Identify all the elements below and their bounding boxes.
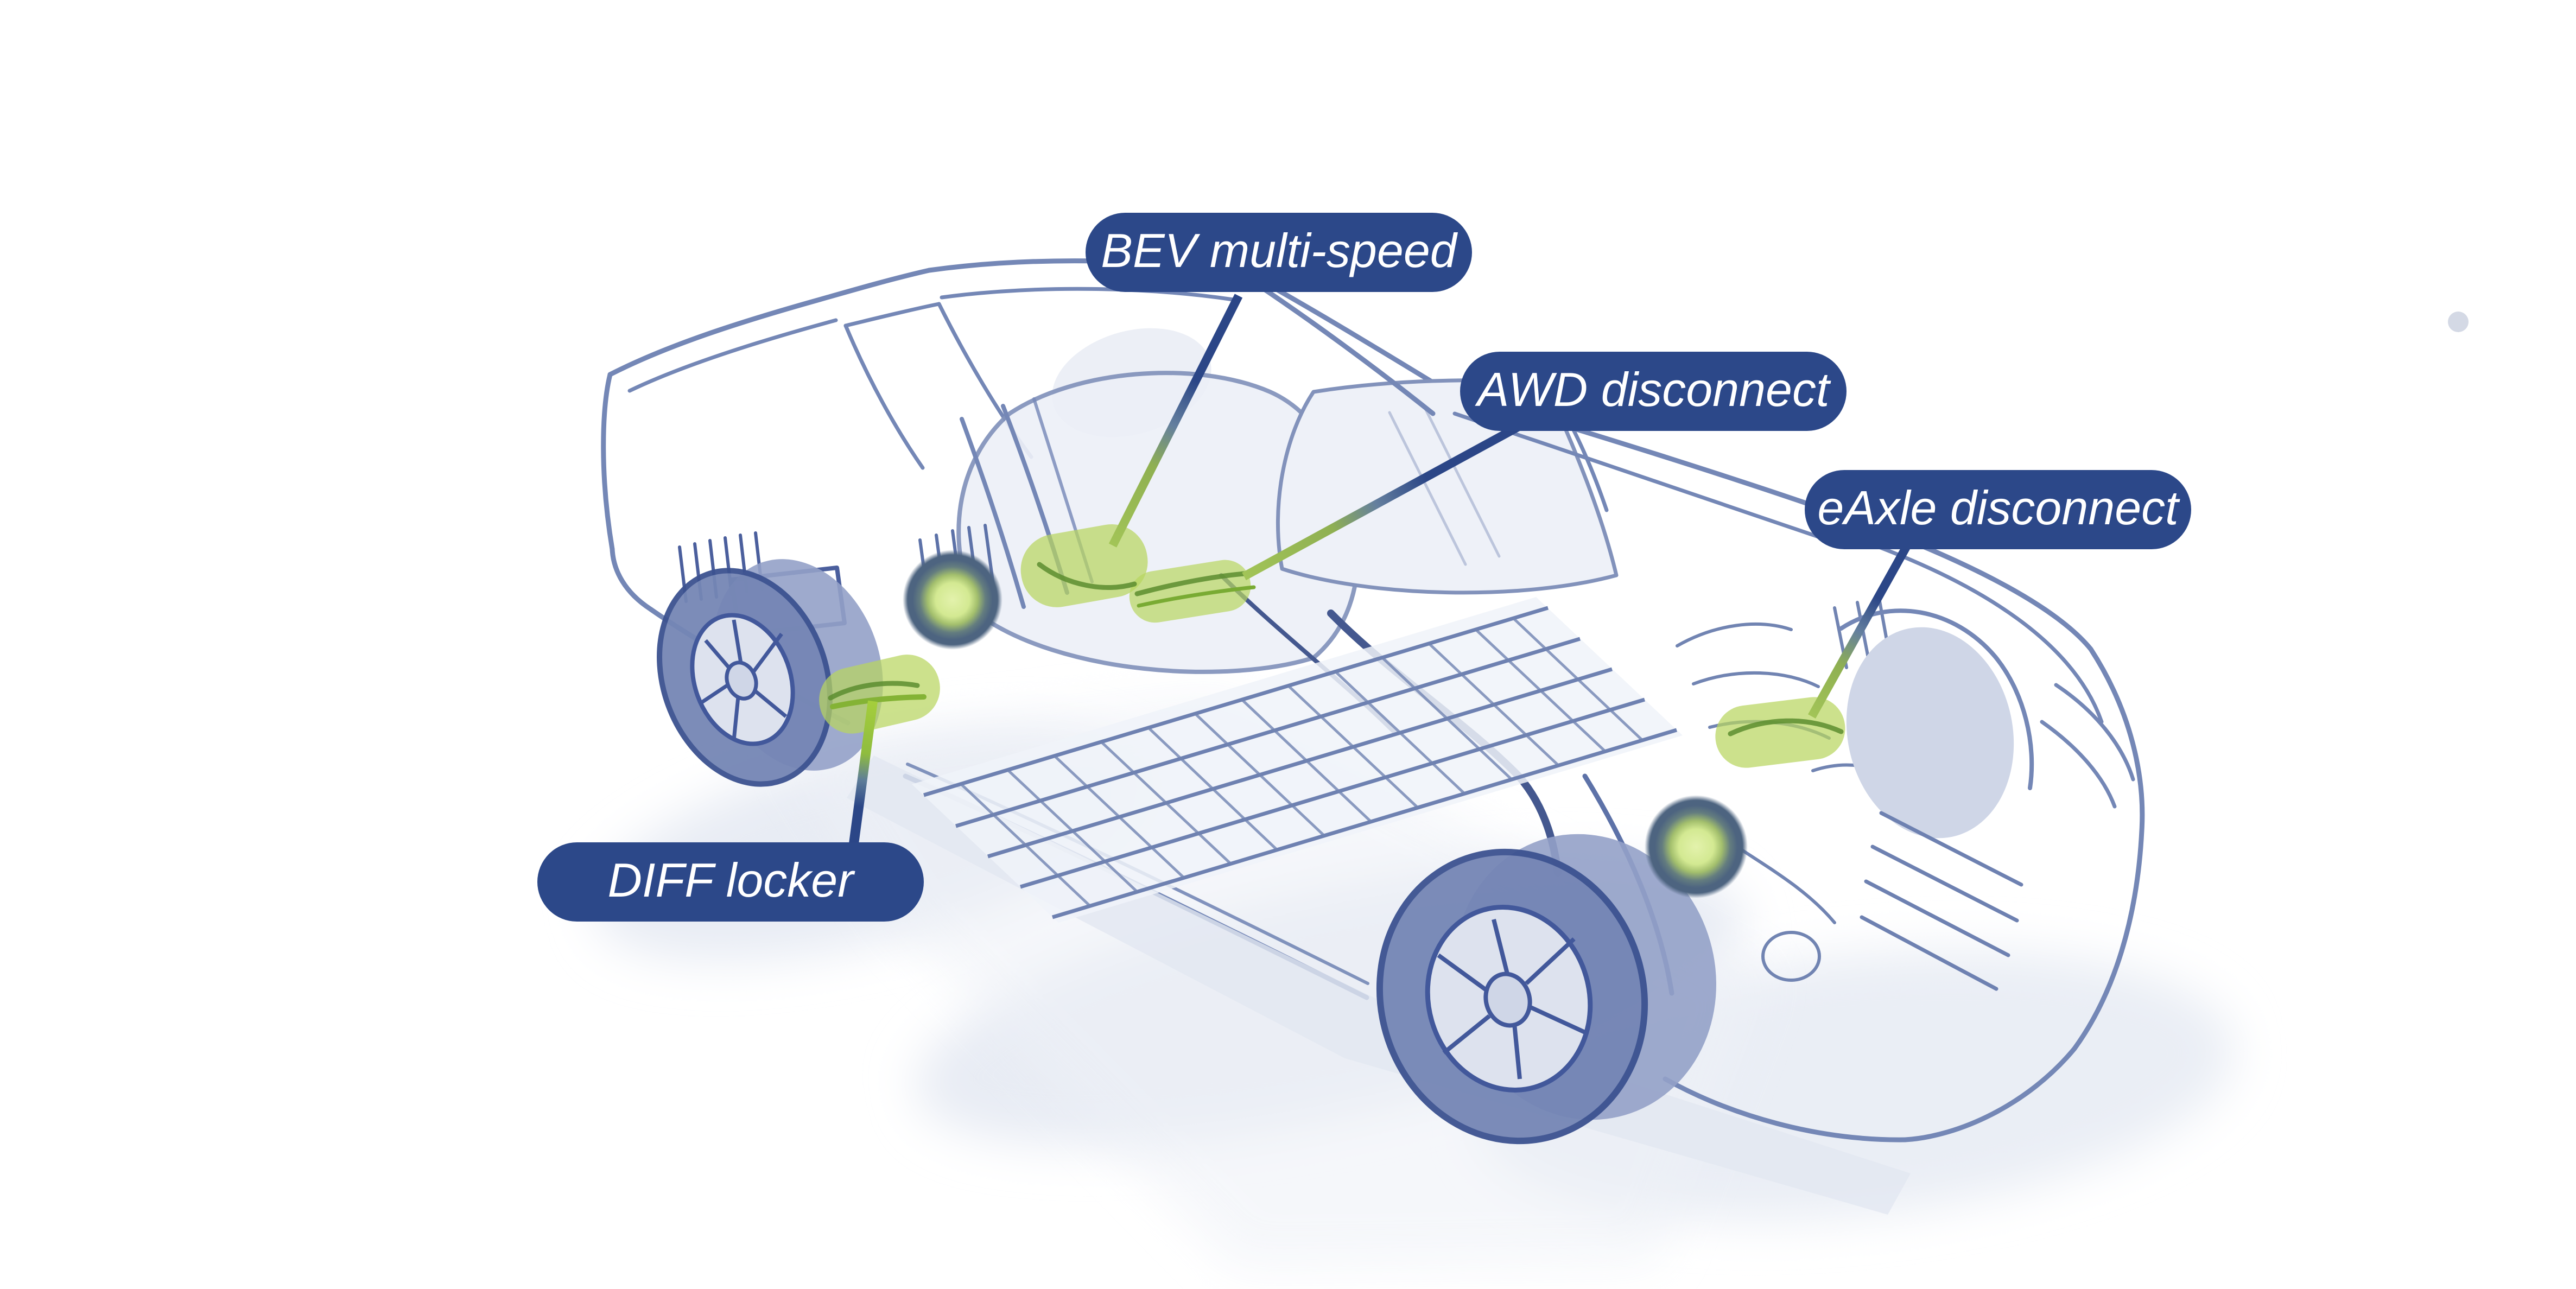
leader-line-diff-locker xyxy=(848,700,878,849)
battery-pack xyxy=(912,597,1683,923)
rear-wheel xyxy=(657,559,883,787)
component-highlights xyxy=(819,524,1845,768)
callout-awd-disconnect: AWD disconnect xyxy=(1460,352,1847,431)
callout-bev-multi-speed: BEV multi-speed xyxy=(1086,213,1472,292)
glow-marker-gearbox xyxy=(903,550,1003,650)
leader-lines xyxy=(848,294,1910,849)
highlight-rear-differential xyxy=(819,655,940,734)
callout-awd-disconnect-label: AWD disconnect xyxy=(1477,363,1830,416)
callout-diff-locker: DIFF locker xyxy=(537,842,924,922)
callout-eaxle-disconnect-label: eAxle disconnect xyxy=(1817,481,2179,535)
leader-line-awd-disconnect xyxy=(1242,422,1522,581)
front-wheel xyxy=(1376,834,1716,1145)
callout-eaxle-disconnect: eAxle disconnect xyxy=(1805,470,2191,549)
leader-line-eaxle-disconnect xyxy=(1808,545,1910,719)
glow-markers xyxy=(903,550,1748,898)
callout-bev-multi-speed-label: BEV multi-speed xyxy=(1101,224,1457,277)
leader-line-bev-multi-speed xyxy=(1108,294,1243,548)
callout-diff-locker-label: DIFF locker xyxy=(607,853,854,907)
background-dot xyxy=(2448,312,2469,332)
glow-marker-front-eaxle xyxy=(1645,795,1748,898)
